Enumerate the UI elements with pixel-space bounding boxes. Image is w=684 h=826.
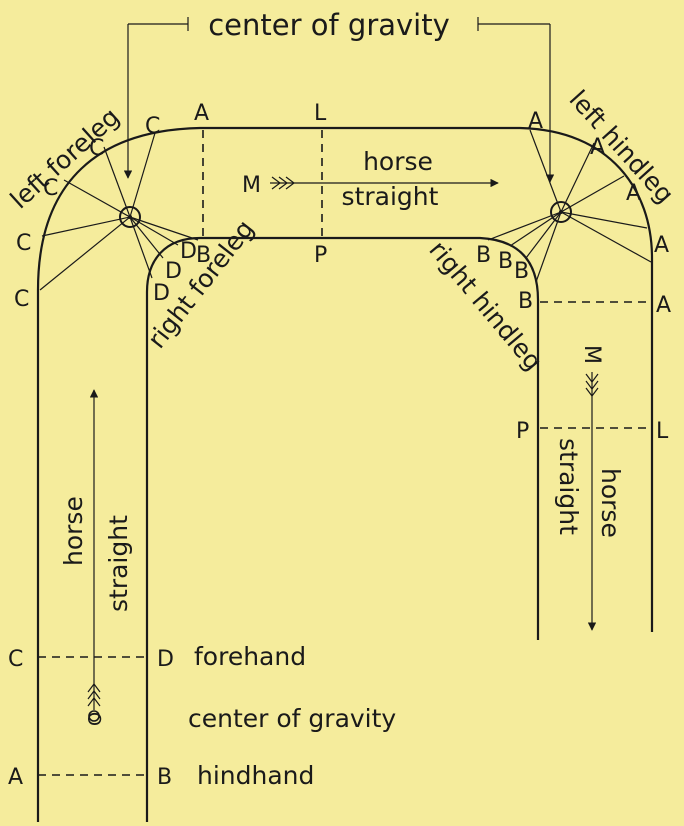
label-L-top: L <box>314 101 327 126</box>
hindhand-pivot <box>487 129 652 283</box>
label-A-r4: A <box>654 233 669 258</box>
label-D-bottom: D <box>157 647 174 672</box>
forehand-pivot <box>39 132 199 291</box>
label-O-left: O <box>85 712 106 726</box>
label-C-2: C <box>89 136 104 161</box>
arrow-right <box>585 372 599 631</box>
label-A-r1: A <box>528 109 543 134</box>
label-M-top: M <box>242 173 261 198</box>
legend-forehand: forehand <box>194 642 306 671</box>
label-M-right: M <box>579 345 604 364</box>
track-outline <box>36 126 654 822</box>
label-D-3: D <box>180 239 197 264</box>
label-C-3: C <box>43 176 58 201</box>
legend-center-of-gravity: center of gravity <box>188 704 396 733</box>
label-B-top-left: B <box>196 243 211 268</box>
label-D-1: D <box>153 281 170 306</box>
label-horse-right: horse <box>596 468 625 538</box>
label-B-r4: B <box>518 289 533 314</box>
label-B-r3: B <box>514 259 529 284</box>
label-D-2: D <box>165 259 182 284</box>
label-A-bottom: A <box>8 765 23 790</box>
arrow-top <box>270 176 499 190</box>
label-A-top-left: A <box>194 101 209 126</box>
arrow-left <box>87 389 101 722</box>
label-left-foreleg: left foreleg <box>5 102 125 214</box>
label-A-r3: A <box>626 181 641 206</box>
label-B-bottom: B <box>157 765 172 790</box>
label-B-r2: B <box>498 249 513 274</box>
label-straight-top: straight <box>342 182 439 211</box>
label-A-r5: A <box>656 293 671 318</box>
label-L-right: L <box>656 419 669 444</box>
label-straight-left: straight <box>104 515 133 612</box>
label-C-bottom: C <box>8 647 23 672</box>
label-C-4: C <box>16 231 31 256</box>
legend-hindhand: hindhand <box>197 761 314 790</box>
label-left-hindleg: left hindleg <box>564 85 680 209</box>
label-straight-right: straight <box>554 438 583 535</box>
label-C-5: C <box>14 287 29 312</box>
label-horse-left: horse <box>59 496 88 566</box>
label-horse-top: horse <box>363 147 433 176</box>
label-P-top: P <box>314 243 327 268</box>
label-C-1: C <box>145 114 160 139</box>
label-A-r2: A <box>590 135 605 160</box>
label-P-right: P <box>516 419 529 444</box>
point-labels: C C C C C D D D B A L P M A A A A A B B … <box>8 101 671 790</box>
title-bracket <box>123 17 555 183</box>
label-B-r1: B <box>476 243 491 268</box>
title-center-of-gravity: center of gravity <box>208 8 450 42</box>
